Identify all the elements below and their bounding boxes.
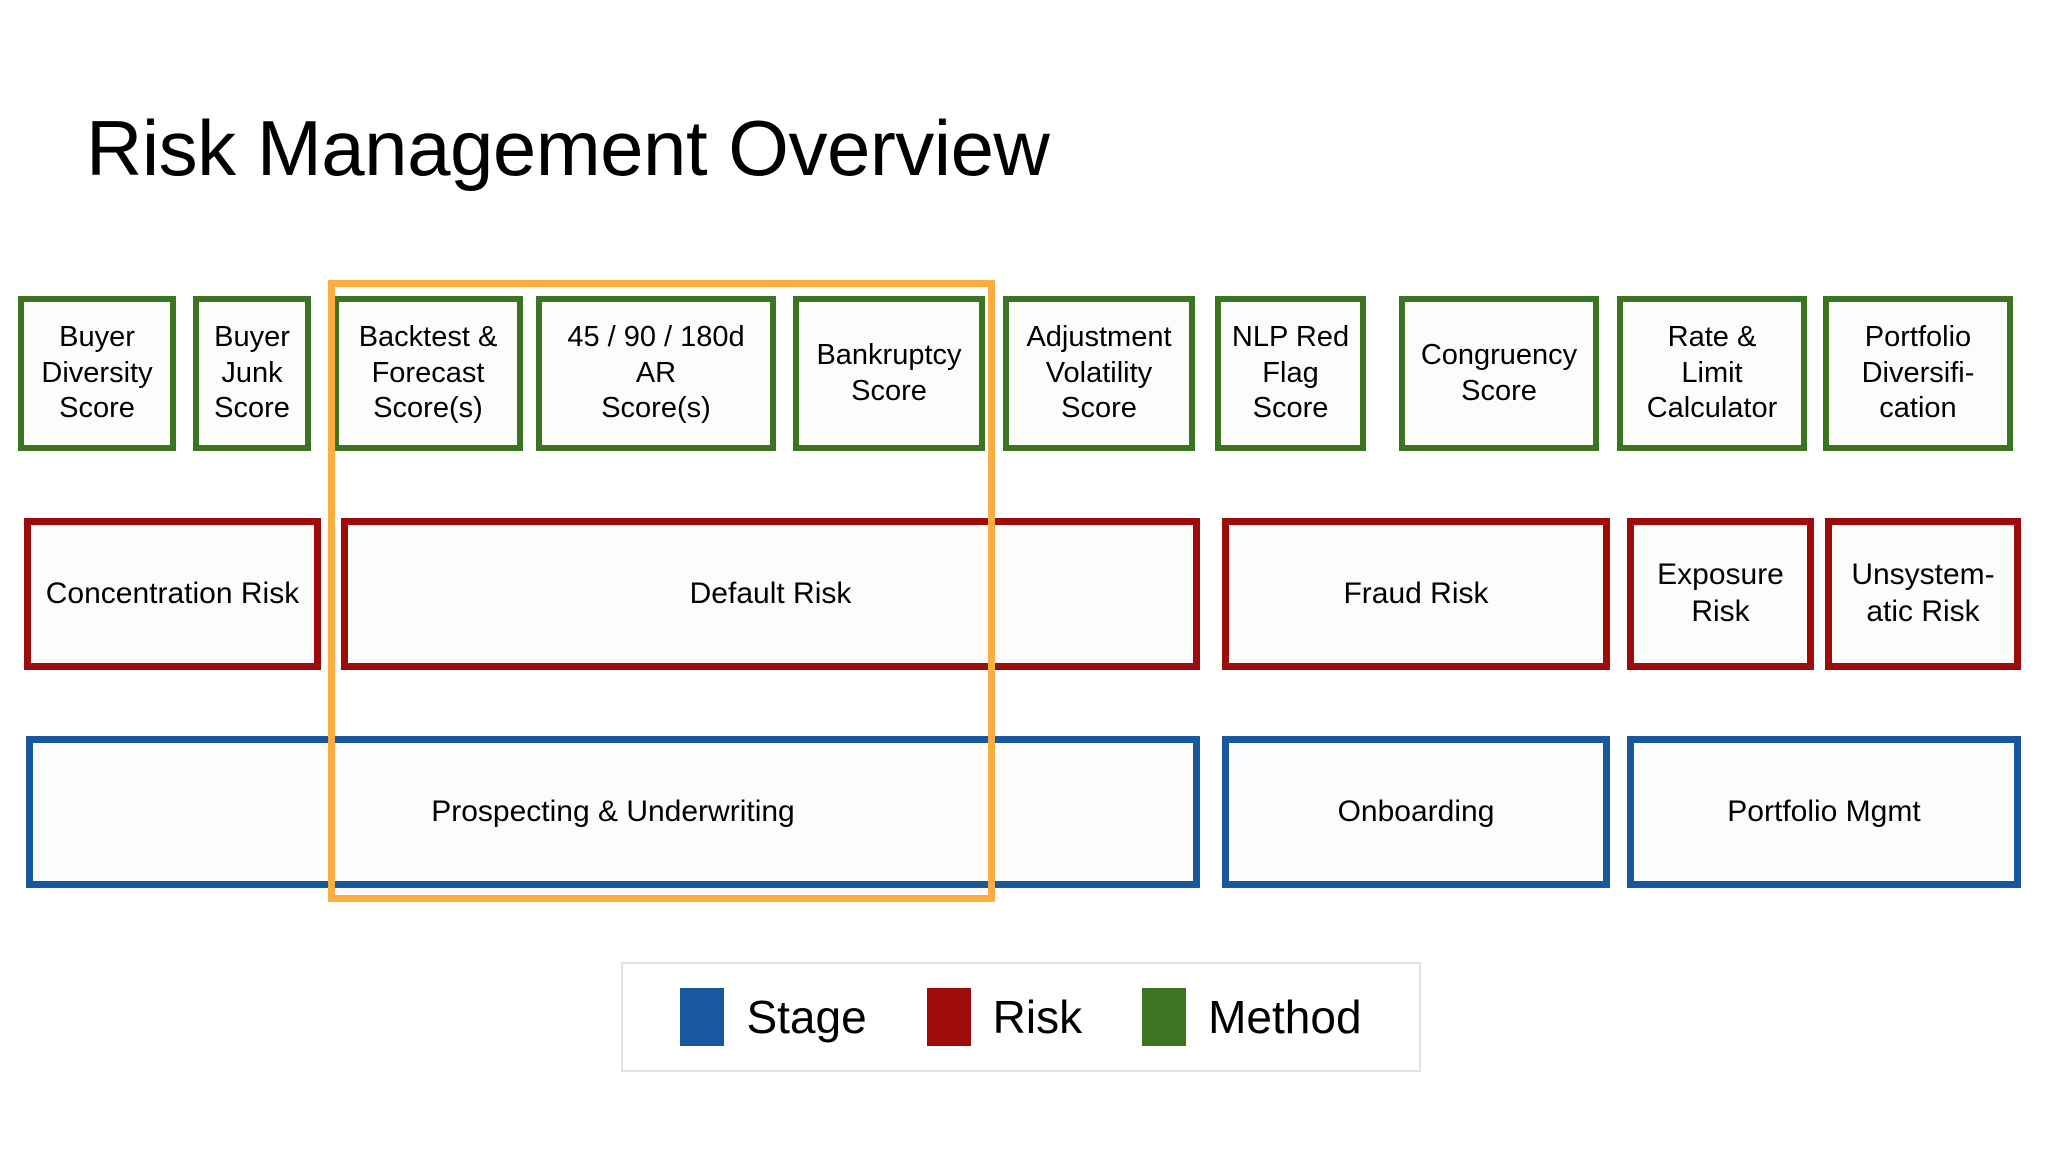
- risk-node-concentration-risk[interactable]: Concentration Risk: [24, 518, 321, 670]
- legend-item-method: Method: [1142, 988, 1362, 1046]
- risk-node-label: Concentration Risk: [45, 576, 300, 610]
- risk-node-default-risk[interactable]: Default Risk: [341, 518, 1200, 670]
- legend-label-risk: Risk: [992, 991, 1083, 1043]
- method-node-label: 45 / 90 / 180d AR Score(s): [567, 321, 745, 425]
- stage-node-label: Prospecting & Underwriting: [431, 794, 795, 828]
- method-node-label: Buyer Junk Score: [214, 321, 290, 425]
- method-node-label: Bankruptcy Score: [816, 339, 962, 407]
- risk-node-unsystematic-risk[interactable]: Unsystem- atic Risk: [1825, 518, 2021, 670]
- legend: Stage Risk Method: [621, 962, 1421, 1072]
- method-node-congruency-score[interactable]: Congruency Score: [1399, 296, 1599, 451]
- method-node-backtest-forecast-score[interactable]: Backtest & Forecast Score(s): [333, 296, 523, 451]
- stage-node-label: Onboarding: [1337, 794, 1495, 828]
- risk-node-label: Unsystem- atic Risk: [1851, 558, 1995, 628]
- method-node-portfolio-diversification[interactable]: Portfolio Diversifi- cation: [1823, 296, 2013, 451]
- method-node-label: Portfolio Diversifi- cation: [1861, 321, 1975, 425]
- method-node-bankruptcy-score[interactable]: Bankruptcy Score: [793, 296, 985, 451]
- legend-item-risk: Risk: [926, 988, 1083, 1046]
- legend-swatch-method: [1142, 988, 1187, 1046]
- method-node-nlp-red-flag-score[interactable]: NLP Red Flag Score: [1215, 296, 1366, 451]
- page-title: Risk Management Overview: [86, 104, 1050, 192]
- risk-node-label: Fraud Risk: [1343, 576, 1489, 610]
- stage-node-label: Portfolio Mgmt: [1727, 794, 1921, 828]
- method-node-ar-score[interactable]: 45 / 90 / 180d AR Score(s): [536, 296, 776, 451]
- risk-node-label: Default Risk: [689, 576, 852, 610]
- risk-node-exposure-risk[interactable]: Exposure Risk: [1627, 518, 1814, 670]
- method-node-buyer-junk-score[interactable]: Buyer Junk Score: [193, 296, 311, 451]
- method-node-label: Rate & Limit Calculator: [1646, 321, 1778, 425]
- method-node-buyer-diversity-score[interactable]: Buyer Diversity Score: [18, 296, 176, 451]
- stage-node-portfolio-mgmt[interactable]: Portfolio Mgmt: [1627, 736, 2021, 888]
- method-node-label: Buyer Diversity Score: [41, 321, 153, 425]
- legend-swatch-risk: [926, 988, 971, 1046]
- legend-item-stage: Stage: [680, 988, 867, 1046]
- method-node-label: Congruency Score: [1420, 339, 1578, 407]
- legend-label-method: Method: [1208, 991, 1362, 1043]
- method-node-label: NLP Red Flag Score: [1231, 321, 1350, 425]
- stage-node-prospecting-underwriting[interactable]: Prospecting & Underwriting: [26, 736, 1200, 888]
- method-node-rate-limit-calculator[interactable]: Rate & Limit Calculator: [1617, 296, 1807, 451]
- method-node-label: Backtest & Forecast Score(s): [358, 321, 498, 425]
- legend-swatch-stage: [680, 988, 725, 1046]
- method-node-label: Adjustment Volatility Score: [1026, 321, 1172, 425]
- legend-label-stage: Stage: [746, 991, 867, 1043]
- method-node-adjustment-volatility-score[interactable]: Adjustment Volatility Score: [1003, 296, 1195, 451]
- risk-node-fraud-risk[interactable]: Fraud Risk: [1222, 518, 1610, 670]
- risk-node-label: Exposure Risk: [1657, 558, 1784, 628]
- stage-node-onboarding[interactable]: Onboarding: [1222, 736, 1610, 888]
